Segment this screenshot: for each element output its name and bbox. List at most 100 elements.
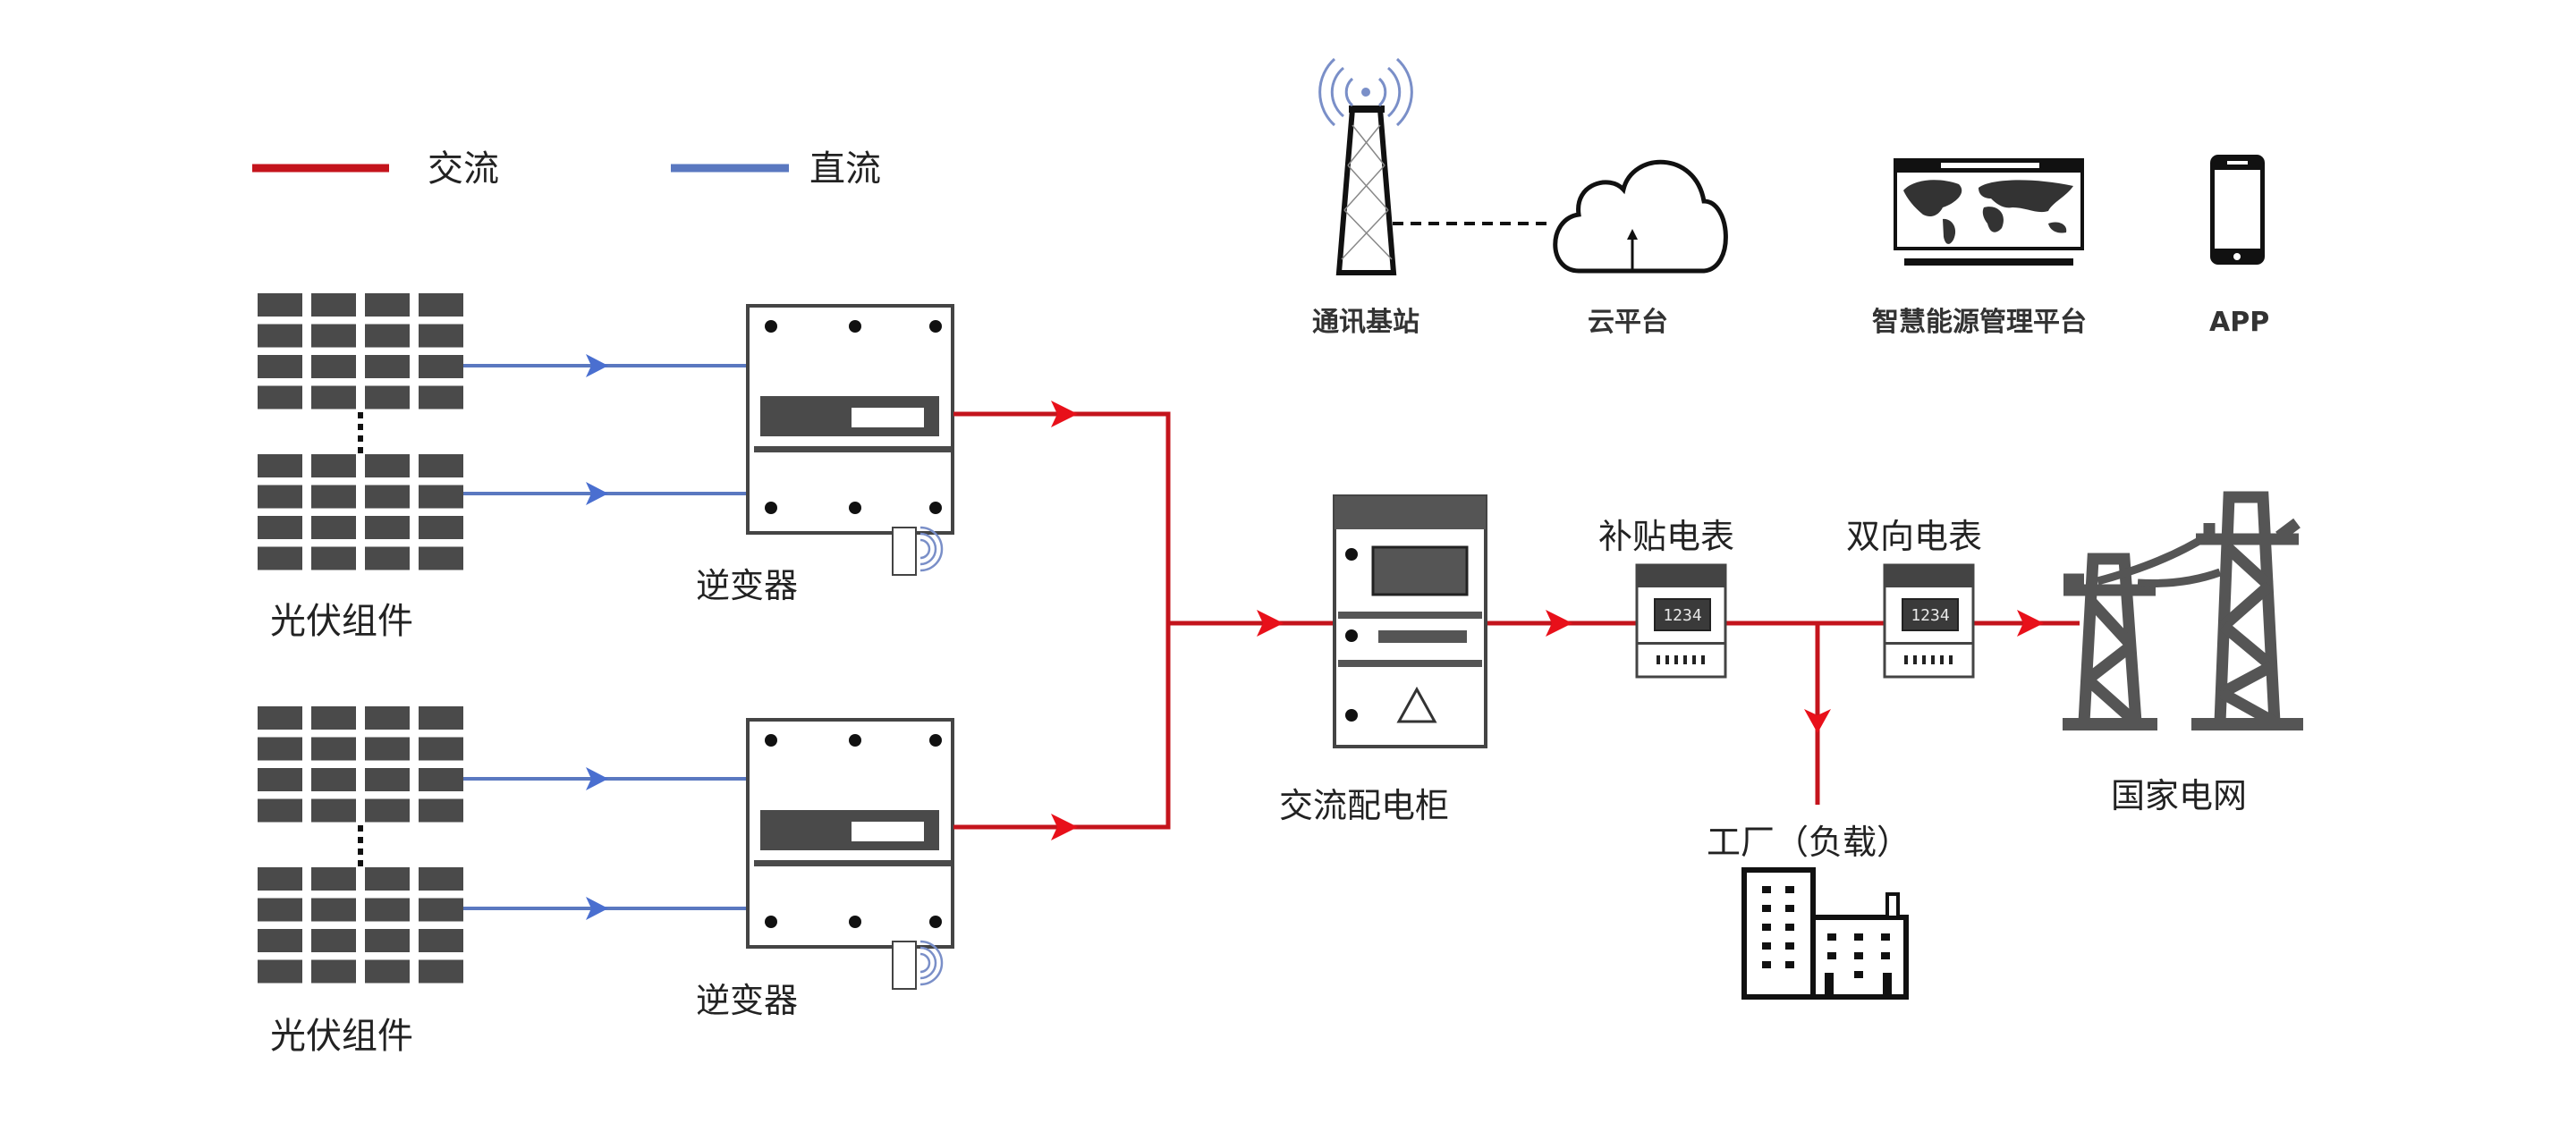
meter-terminal — [1665, 655, 1669, 664]
inverter-screw — [929, 916, 942, 928]
pv-cell — [311, 355, 356, 378]
meter-terminal — [1931, 655, 1935, 664]
pv-cell — [311, 385, 356, 410]
inverter-divider — [754, 860, 951, 866]
pv-cell — [258, 798, 302, 823]
meter-terminal — [1904, 655, 1908, 664]
meter-terminal — [1913, 655, 1917, 664]
factory-window — [1827, 952, 1836, 959]
inverter-screw — [929, 320, 942, 333]
factory-window — [1854, 952, 1863, 959]
pv-cell — [258, 929, 302, 952]
legend: 交流 直流 — [252, 148, 881, 190]
inverter-screw — [765, 502, 777, 514]
pv-connector-dot — [358, 435, 363, 442]
pv-cell — [311, 324, 356, 348]
factory-window — [1762, 961, 1771, 968]
pv-cell — [365, 516, 410, 539]
pv-cell — [258, 867, 302, 891]
meter-divider — [1885, 642, 1973, 645]
pv-cell — [419, 798, 463, 823]
meter-top-bar — [1637, 565, 1725, 587]
dc-arrow-icon — [586, 354, 608, 377]
pv-cell — [419, 324, 463, 348]
energy-platform-monitor-icon — [1894, 158, 2084, 266]
inverter-screw — [849, 502, 861, 514]
pv-cell — [311, 798, 356, 823]
dc-line — [463, 897, 748, 920]
pv-connector-dot — [358, 849, 363, 855]
upload-arrow-icon — [1627, 229, 1638, 240]
pv-cell — [365, 959, 410, 984]
pv-cell — [311, 516, 356, 539]
meter-reading: 1234 — [1663, 606, 1701, 625]
pv-cell — [258, 485, 302, 509]
ac-arrow-icon — [1804, 709, 1831, 733]
pv-cell — [419, 867, 463, 891]
pv-connector-dot — [358, 860, 363, 866]
meter-terminal — [1701, 655, 1705, 664]
pv-connector-dot — [358, 447, 363, 453]
meter-terminal — [1674, 655, 1678, 664]
factory-window — [1785, 886, 1794, 893]
warning-triangle-icon — [1396, 686, 1437, 723]
phone-icon — [2210, 155, 2265, 265]
meter-terminal — [1692, 655, 1696, 664]
pv-cell — [311, 293, 356, 317]
ac-distribution-cabinet — [1333, 494, 1487, 748]
pv-cell — [258, 737, 302, 761]
pv-cell — [258, 898, 302, 922]
inverter-screw — [849, 916, 861, 928]
ac-arrow-icon — [1546, 610, 1572, 637]
ac-arrow-icon — [1051, 814, 1078, 840]
pv-cell — [311, 929, 356, 952]
factory-window — [1762, 905, 1771, 912]
meter-terminal — [1949, 655, 1953, 664]
dc-lines — [463, 354, 748, 920]
dc-arrow-icon — [586, 767, 608, 790]
app-label: APP — [2209, 307, 2269, 338]
pv-cell — [258, 385, 302, 410]
ac-cabinet-label: 交流配电柜 — [1279, 786, 1449, 825]
platform-label: 智慧能源管理平台 — [1872, 307, 2087, 338]
ac-line-inverter-1 — [953, 411, 1171, 830]
communication-tower-icon — [1318, 57, 1413, 275]
factory-window — [1785, 905, 1794, 912]
pv-cell — [311, 867, 356, 891]
bidirectional-meter-label: 双向电表 — [1846, 517, 1982, 556]
pv-cell — [419, 929, 463, 952]
pv-cell — [365, 355, 410, 378]
factory-window — [1881, 933, 1890, 941]
pv-array-1-label: 光伏组件 — [270, 601, 413, 642]
factory-window — [1785, 924, 1794, 931]
pv-cell — [258, 324, 302, 348]
inverter-screw — [929, 734, 942, 747]
pv-cell — [365, 768, 410, 791]
dc-line — [463, 482, 748, 505]
pv-cell — [311, 959, 356, 984]
factory-window — [1785, 942, 1794, 950]
pv-cell — [258, 959, 302, 984]
signal-wave-icon — [919, 940, 944, 986]
factory-icon — [1741, 867, 1909, 1000]
signal-wave-icon — [919, 946, 937, 980]
pv-cell — [365, 706, 410, 730]
pv-cell — [311, 898, 356, 922]
pv-cell — [419, 898, 463, 922]
pv-cell — [365, 867, 410, 891]
dc-arrow-icon — [586, 897, 608, 920]
pv-cell — [365, 737, 410, 761]
signal-wave-icon — [919, 538, 931, 560]
pv-connector-dot — [358, 837, 363, 843]
inverter-screw — [765, 916, 777, 928]
inverter-screw — [929, 502, 942, 514]
inverter-screw — [765, 320, 777, 333]
pv-cell — [419, 485, 463, 509]
wifi-dongle-icon — [892, 941, 917, 990]
pv-cell — [419, 546, 463, 570]
pv-cell — [419, 737, 463, 761]
pv-connector-dot — [358, 424, 363, 430]
pv-array-2 — [258, 706, 463, 984]
dc-arrow-icon — [586, 482, 608, 505]
